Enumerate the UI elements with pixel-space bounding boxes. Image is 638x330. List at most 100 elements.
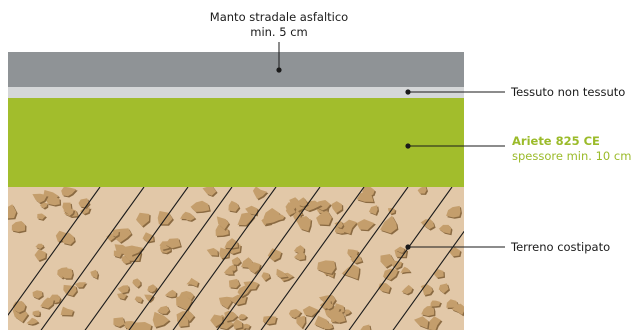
soil-stone	[421, 305, 435, 316]
soil-stone	[340, 219, 357, 234]
soil-stone	[360, 324, 371, 330]
soil-stone	[228, 200, 239, 212]
soil-stone	[316, 211, 332, 225]
soil-stone	[79, 207, 91, 215]
ariete-layer	[8, 98, 464, 187]
soil-stone	[136, 212, 150, 227]
soil-stone	[276, 268, 288, 278]
soil-stone	[117, 285, 129, 294]
soil-stone	[331, 201, 342, 214]
soil-stone	[238, 314, 247, 320]
soil-hatch-line	[304, 187, 409, 330]
soil-stone	[40, 297, 54, 309]
soil-stone	[46, 196, 60, 206]
soil-stone	[380, 254, 395, 268]
soil-stone	[216, 216, 229, 230]
soil-stone	[63, 232, 75, 245]
soil-stone	[356, 219, 375, 230]
soil-stone	[132, 278, 141, 288]
soil-stone	[11, 221, 26, 232]
soil-stone	[288, 309, 302, 318]
fabric-label: Tessuto non tessuto	[510, 85, 625, 99]
soil-stone	[61, 187, 77, 197]
soil-stone	[223, 269, 234, 275]
soil-stone	[147, 284, 157, 293]
soil-stone	[400, 266, 411, 273]
soil-stone	[446, 299, 459, 308]
soil-hatch-lines	[8, 187, 464, 330]
soil-stone	[341, 264, 360, 280]
soil-stone	[343, 309, 351, 316]
soil-stone	[438, 224, 452, 234]
soil-stone	[35, 243, 44, 249]
soil-stone	[165, 238, 181, 249]
soil-stone	[242, 323, 251, 329]
soil-stone	[8, 204, 17, 219]
soil-stone	[186, 213, 195, 221]
soil-stone	[206, 248, 218, 256]
soil-stone	[164, 289, 177, 298]
soil-stone	[59, 268, 73, 279]
soil-stone	[117, 293, 127, 300]
soil-stone	[152, 311, 170, 328]
soil-stone	[267, 248, 282, 261]
soil-stone	[32, 290, 43, 299]
soil-stone	[245, 205, 258, 216]
asphalt-label-line1: Manto stradale asfaltico	[210, 10, 348, 24]
soil-stone	[210, 314, 223, 327]
fabric-layer	[8, 87, 464, 98]
soil-stone	[63, 207, 74, 216]
soil-stone	[414, 316, 429, 329]
soil-stone	[446, 205, 461, 218]
soil-stone	[298, 197, 308, 207]
soil-stone	[37, 213, 46, 220]
soil-stone	[297, 219, 311, 232]
soil-hatch-line	[40, 187, 145, 330]
soil-stone	[137, 322, 152, 330]
soil-stone	[113, 250, 122, 258]
soil-stones	[8, 187, 464, 330]
soil-stone	[356, 191, 374, 202]
soil-stone	[395, 247, 405, 253]
soil-stone	[451, 303, 464, 315]
soil-hatch-line	[260, 187, 365, 330]
soil-stone	[32, 310, 40, 316]
soil-stone	[277, 214, 285, 220]
asphalt-label-line2: min. 5 cm	[250, 25, 308, 39]
soil-stone	[426, 316, 442, 330]
soil-stone	[202, 187, 217, 196]
soil-stone	[368, 205, 378, 215]
asphalt-layer	[8, 52, 464, 87]
soil-stone	[380, 215, 398, 234]
soil-leader-dot	[405, 244, 411, 250]
soil-stone	[144, 294, 154, 302]
soil-stone	[430, 300, 441, 307]
soil-label: Terreno costipato	[510, 240, 610, 254]
soil-stone	[438, 283, 449, 294]
soil-hatch-line	[84, 187, 189, 330]
soil-stone	[293, 251, 305, 260]
soil-stone	[224, 238, 238, 249]
soil-hatch-line	[348, 187, 453, 330]
soil-hatch-line	[172, 187, 277, 330]
soil-stone	[186, 277, 199, 287]
soil-stone	[176, 295, 192, 311]
soil-stone	[26, 317, 39, 325]
soil-stone	[134, 296, 143, 303]
soil-stone	[252, 187, 267, 200]
soil-stone	[231, 256, 241, 265]
soil-stone	[176, 313, 189, 327]
soil-stone	[263, 208, 281, 224]
soil-hatch-line	[128, 187, 233, 330]
soil-hatch-line	[8, 187, 101, 316]
soil-stone	[60, 306, 74, 316]
soil-stone	[401, 284, 413, 295]
soil-stone	[293, 211, 301, 220]
ariete-label-line2: spessore min. 10 cm	[512, 149, 631, 163]
soil-stone	[237, 212, 255, 226]
soil-stone	[233, 319, 243, 330]
ariete-label-line1: Ariete 825 CE	[512, 134, 600, 148]
soil-stone	[334, 220, 344, 228]
fabric-leader-dot	[405, 89, 411, 95]
